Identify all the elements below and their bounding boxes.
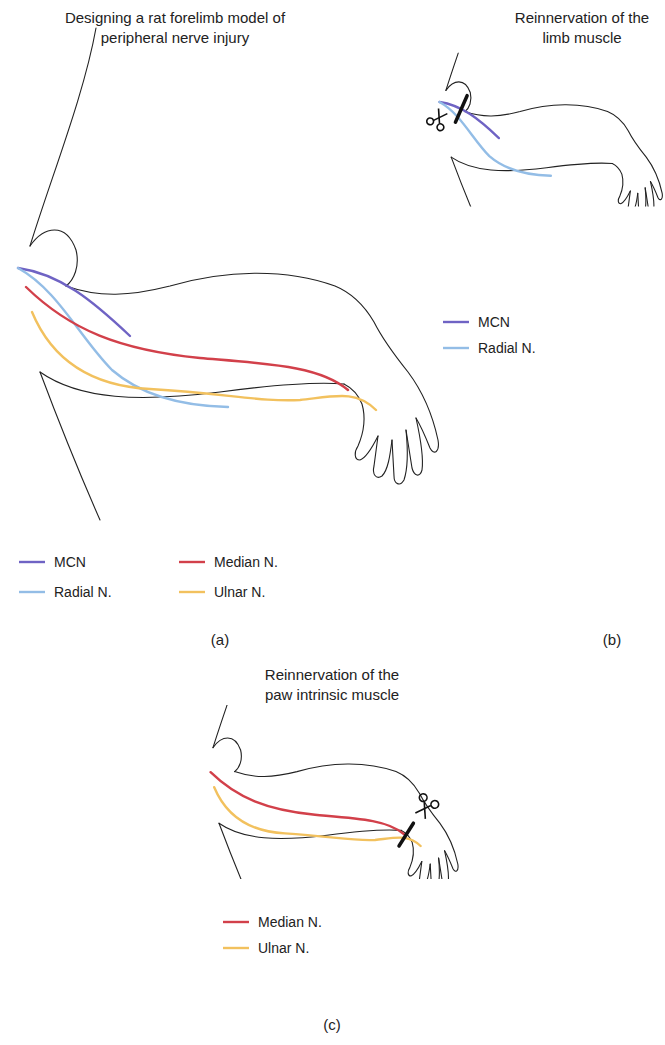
legend-swatch: [178, 587, 206, 597]
panel-letter: (c): [302, 1015, 362, 1035]
legend-text: Radial N.: [478, 340, 536, 356]
panel-letter: (b): [582, 630, 642, 650]
legend-text: Ulnar N.: [214, 584, 265, 600]
legend-swatch-line: [223, 921, 249, 923]
legend-swatch: [178, 557, 206, 567]
panel-a-figure: [18, 28, 438, 520]
legend-swatch: [442, 317, 470, 327]
legend-item: Median N.: [178, 552, 278, 572]
legend-text: MCN: [478, 314, 510, 330]
legend-swatch-line: [443, 321, 469, 323]
legend-text: MCN: [54, 554, 86, 570]
panel-title: Designing a rat forelimb model of periph…: [53, 8, 298, 48]
legend-item: Radial N.: [18, 582, 112, 602]
panel-title: Reinnervation of the paw intrinsic muscl…: [253, 665, 411, 705]
legend-item: MCN: [18, 552, 86, 572]
legend-item: Median N.: [222, 912, 322, 932]
legend-swatch-line: [19, 591, 45, 593]
legend-item: MCN: [442, 312, 510, 332]
panel-title: Reinnervation of the limb muscle: [503, 8, 661, 48]
panel-letter: (a): [190, 630, 250, 650]
legend-swatch-line: [179, 591, 205, 593]
legend-swatch: [222, 943, 250, 953]
legend-swatch: [222, 917, 250, 927]
legend-text: Median N.: [214, 554, 278, 570]
legend-text: Ulnar N.: [258, 940, 309, 956]
legend-text: Radial N.: [54, 584, 112, 600]
legend-swatch-line: [443, 347, 469, 349]
legend-text: Median N.: [258, 914, 322, 930]
legend-swatch-line: [223, 947, 249, 949]
legend-swatch: [18, 557, 46, 567]
panel-b-figure: [426, 0, 663, 236]
legend-swatch: [442, 343, 470, 353]
legend-item: Ulnar N.: [178, 582, 265, 602]
legend-swatch: [18, 587, 46, 597]
legend-swatch-line: [19, 561, 45, 563]
legend-item: Ulnar N.: [222, 938, 309, 958]
panel-c-figure: [211, 617, 458, 912]
legend-swatch-line: [179, 561, 205, 563]
legend-item: Radial N.: [442, 338, 536, 358]
